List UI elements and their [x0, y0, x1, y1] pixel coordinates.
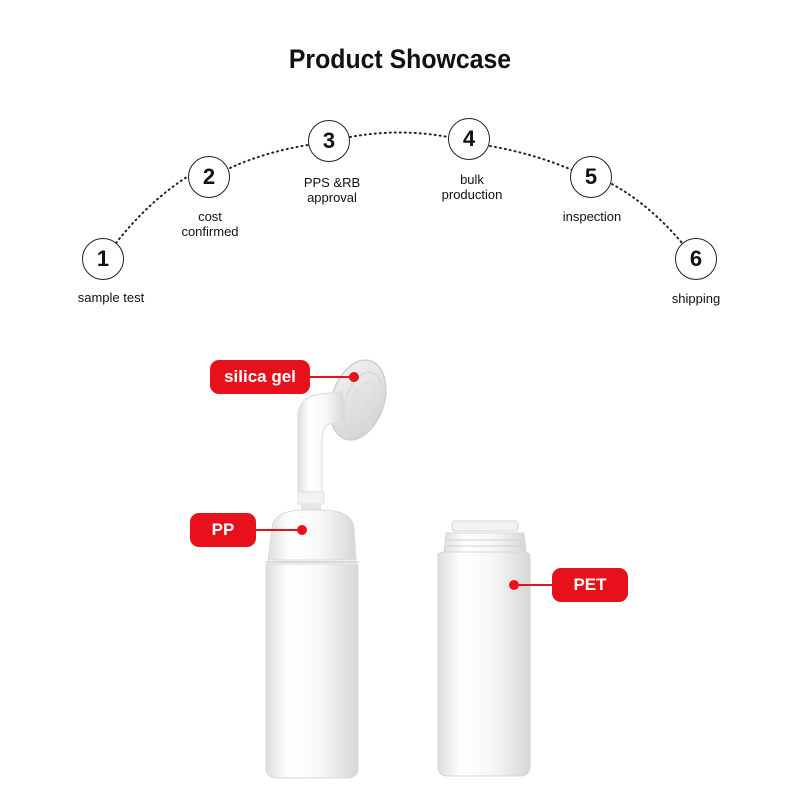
pp-tag: PP — [190, 513, 256, 547]
page-title: Product Showcase — [288, 44, 512, 74]
pp-pointer-line — [256, 529, 302, 531]
step-6-label: shipping — [671, 291, 721, 306]
step-6-circle: 6 — [675, 238, 717, 280]
step-1-label: sample test — [51, 290, 171, 305]
step-4-circle: 4 — [448, 118, 490, 160]
step-3-circle: 3 — [308, 120, 350, 162]
foam-pump-bottle — [265, 359, 387, 779]
step-1-circle: 1 — [82, 238, 124, 280]
pet-pointer-dot — [509, 580, 519, 590]
silica-gel-pointer-line — [310, 376, 354, 378]
step-2-label: cost confirmed — [181, 209, 239, 239]
silica-gel-pointer-dot — [349, 372, 359, 382]
step-5-circle: 5 — [570, 156, 612, 198]
step-3-label: PPS &RB approval — [303, 175, 361, 205]
step-1-label-text: sample test — [77, 290, 145, 305]
silica-gel-tag: silica gel — [210, 360, 310, 394]
process-arc — [115, 131, 683, 244]
pet-bottle — [437, 520, 531, 777]
step-4-label: bulk production — [441, 172, 503, 202]
pet-tag: PET — [552, 568, 628, 602]
step-5-label: inspection — [562, 209, 622, 224]
pp-pointer-dot — [297, 525, 307, 535]
pet-pointer-line — [514, 584, 552, 586]
step-2-circle: 2 — [188, 156, 230, 198]
